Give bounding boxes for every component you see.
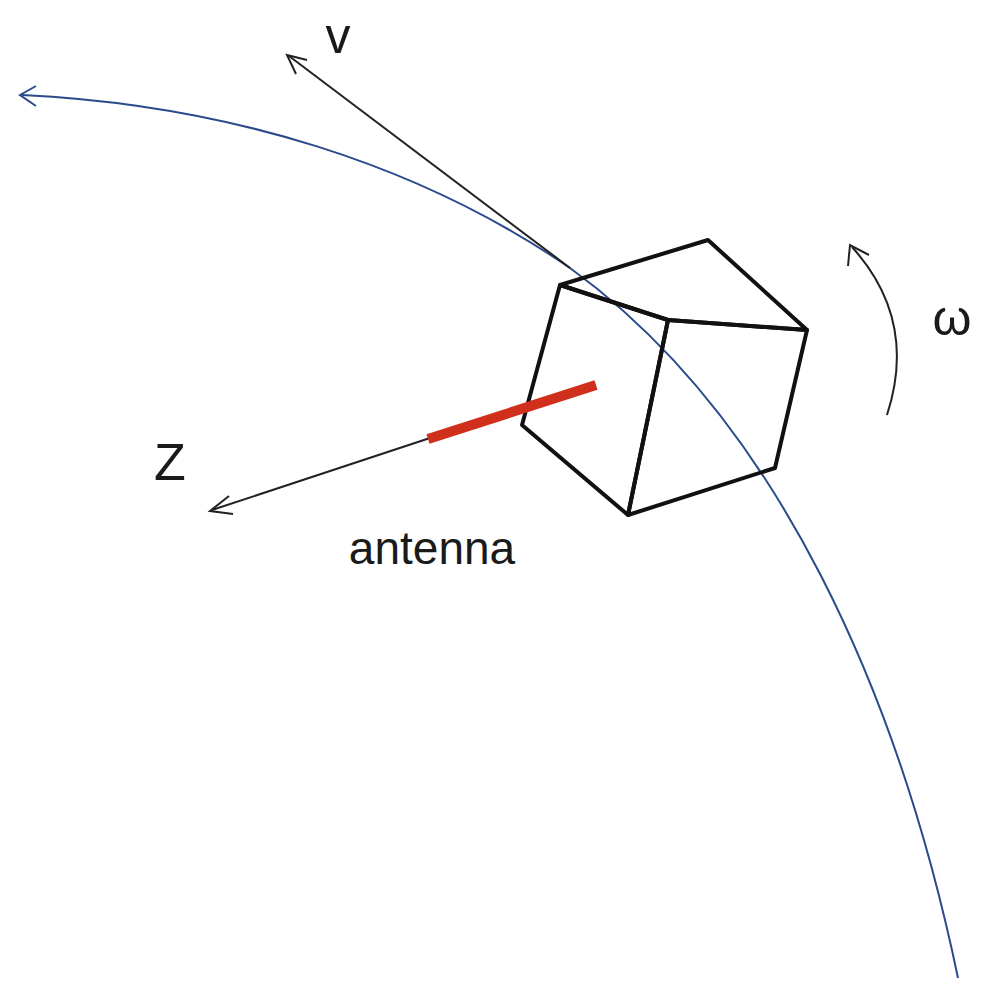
- velocity-label: v: [326, 11, 351, 61]
- velocity-vector: [289, 56, 570, 268]
- velocity-arrowhead: [287, 55, 307, 74]
- z-axis-arrowhead: [210, 496, 233, 514]
- rotation-arrow: [852, 247, 897, 415]
- satellite-cube: [522, 240, 807, 515]
- angular-velocity-label: ω: [932, 293, 971, 343]
- antenna-rod: [428, 385, 596, 439]
- axis-label: Z: [154, 436, 186, 488]
- rotation-arrowhead: [848, 245, 869, 266]
- antenna-label: antenna: [349, 525, 515, 571]
- orbit-path: [22, 95, 958, 978]
- orbit-arrowhead: [20, 86, 36, 106]
- z-axis: [212, 438, 430, 510]
